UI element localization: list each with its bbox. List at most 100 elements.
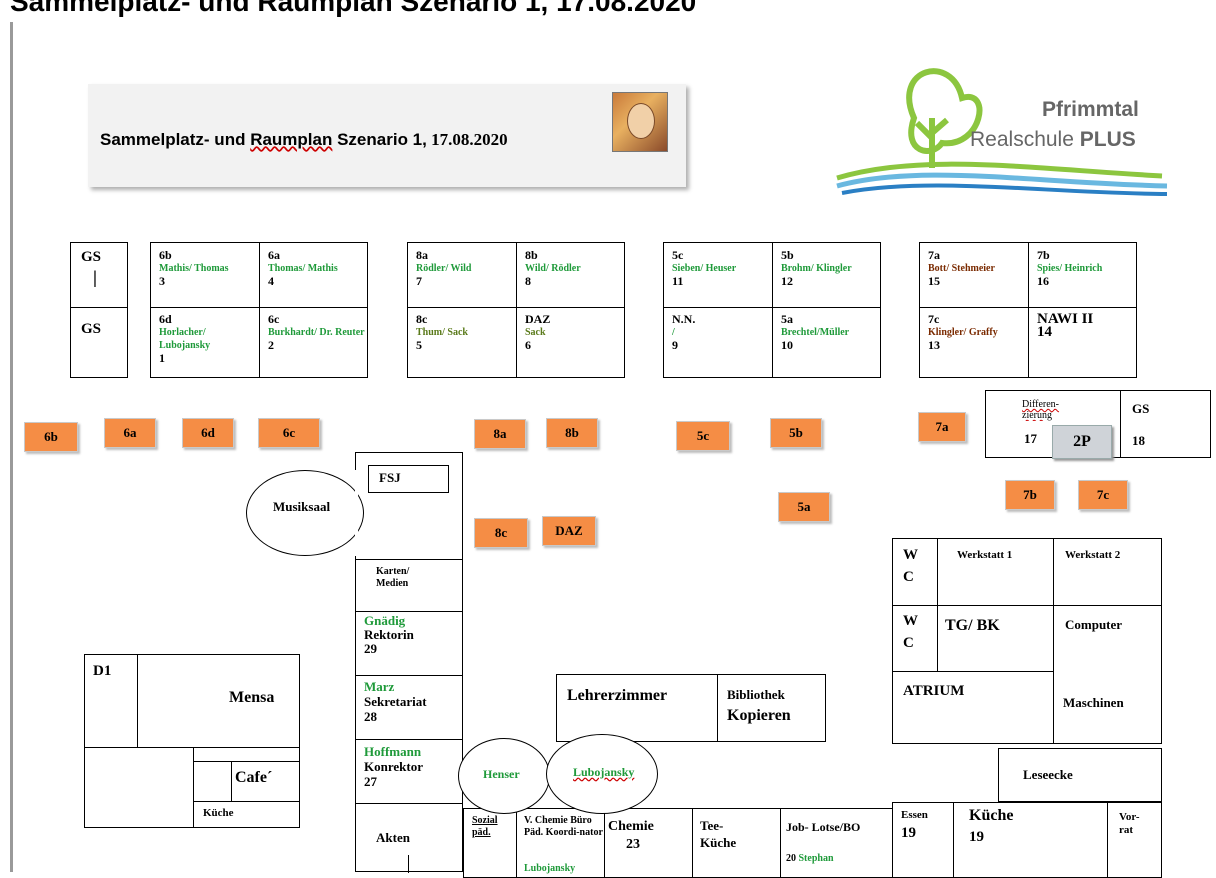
fsj-room: FSJ	[368, 465, 449, 493]
teacher-names: Thum/ Sack	[416, 327, 468, 338]
cafe-label: Cafe´	[235, 769, 273, 786]
leseecke-room: Leseecke	[998, 748, 1162, 802]
room-29-number: 29	[364, 641, 377, 656]
teacher-names: Thomas/ Mathis	[268, 263, 338, 274]
assembly-marker: 8c	[474, 518, 528, 548]
logo-line2-b: PLUS	[1079, 128, 1136, 151]
class-name: DAZ	[525, 312, 551, 326]
room-number: 10	[781, 338, 793, 352]
teacher-names: Rödler/ Wild	[416, 263, 472, 274]
room-number: 11	[672, 274, 684, 288]
job-room-number: 20 Stephan	[786, 853, 834, 864]
atrium-label: ATRIUM	[903, 683, 965, 699]
room-28-number: 28	[364, 709, 377, 724]
room-number: 12	[781, 274, 793, 288]
karten-label: Karten/ Medien	[376, 566, 410, 589]
class-name: 8c	[416, 312, 428, 326]
teacher-names: Horlacher/ Lubojansky	[159, 327, 211, 351]
tgbk-label: TG/ BK	[945, 617, 1000, 634]
mensa-block: D1 Mensa Cafe´ Küche	[84, 654, 300, 828]
teacher-names: Sack	[525, 327, 546, 338]
tee-kueche-label: Tee- Küche	[700, 818, 737, 850]
assembly-marker: 8a	[474, 419, 526, 449]
gs-18-number: 18	[1132, 433, 1145, 448]
kueche-number: 19	[969, 829, 984, 845]
logo-line1: Pfrimmtal	[1042, 98, 1139, 121]
wc2-c: C	[903, 635, 914, 651]
room-23-number: 23	[626, 837, 640, 852]
class-name: N.N.	[672, 312, 696, 326]
teacher-names: Brohm/ Klingler	[781, 263, 852, 274]
bottom-rooms: Sozial päd. V. Chemie Büro Päd. Koordi-n…	[463, 808, 893, 878]
room-number: 5	[416, 338, 422, 352]
fsj-label: FSJ	[379, 470, 401, 485]
d1-label: D1	[93, 663, 112, 679]
room-number: 9	[672, 338, 678, 352]
banner-title-part3: Szenario 1,	[332, 130, 427, 149]
assembly-marker: 5a	[778, 492, 830, 522]
vchemie-label: V. Chemie Büro Päd. Koordi-nator	[524, 815, 603, 838]
essen-label: Essen	[901, 809, 928, 821]
room-number: 16	[1037, 274, 1049, 288]
class-name: 7a	[928, 248, 940, 262]
lubojansky-label: Lubojansky	[573, 765, 635, 779]
room-number: 7	[416, 274, 422, 288]
werkstatt-block: W C W C Werkstatt 1 Werkstatt 2 TG/ BK C…	[892, 538, 1162, 744]
portrait-image	[612, 92, 668, 152]
bibliothek-label: Bibliothek	[727, 687, 785, 702]
maschinen-label: Maschinen	[1063, 695, 1124, 710]
tree-logo-icon	[836, 68, 1168, 196]
sozial-label: Sozial päd.	[472, 815, 498, 838]
assembly-marker: 5b	[770, 418, 822, 448]
room-number: 1	[159, 351, 165, 365]
musiksaal-room: Musiksaal	[246, 470, 364, 556]
assembly-marker: 8b	[546, 418, 598, 448]
assembly-marker: 6c	[258, 418, 320, 448]
computer-label: Computer	[1065, 617, 1123, 632]
differenzierung-label: Differen-zierung	[1022, 399, 1060, 421]
teacher-names: /	[672, 327, 675, 338]
chemie-label: Chemie	[608, 819, 654, 834]
room-number: 3	[159, 274, 165, 288]
gs-top-label: GS	[81, 249, 102, 265]
hoffmann-name: Hoffmann	[364, 744, 422, 759]
central-column	[355, 452, 463, 873]
gnaedig-label: Gnädig Rektorin 29	[364, 614, 414, 656]
room-number: 2	[268, 338, 274, 352]
room-number: 13	[928, 338, 940, 352]
room-number: 4	[268, 274, 274, 288]
leseecke-label: Leseecke	[1023, 767, 1073, 782]
job-lotse-label: Job- Lotse/BO	[786, 820, 861, 834]
hoffmann-label: Hoffmann Konrektor 27	[364, 744, 423, 789]
class-name: 5c	[672, 248, 684, 262]
konrektor-label: Konrektor	[364, 759, 423, 774]
werkstatt1-label: Werkstatt 1	[957, 549, 1013, 561]
kopieren-label: Kopieren	[727, 707, 791, 724]
vorrat-label: Vor- rat	[1119, 811, 1140, 836]
assembly-marker: 5c	[676, 421, 730, 451]
marz-name: Marz	[364, 679, 395, 694]
teacher-names: Brechtel/Müller	[781, 327, 850, 338]
teacher-names: Mathis/ Thomas	[159, 263, 229, 274]
assembly-marker: 7a	[918, 412, 966, 442]
werkstatt2-label: Werkstatt 2	[1065, 549, 1121, 561]
class-name: 6c	[268, 312, 280, 326]
lehrerzimmer-block: Lehrerzimmer Bibliothek Kopieren	[556, 674, 826, 742]
rektorin-label: Rektorin	[364, 627, 414, 642]
assembly-marker: 6d	[182, 418, 234, 448]
sekretariat-label: Sekretariat	[364, 694, 427, 709]
class-name: 7c	[928, 312, 940, 326]
henser-label: Henser	[483, 767, 520, 781]
kueche-block: Essen 19 Küche 19 Vor- rat	[892, 802, 1162, 878]
teacher-names: Klingler/ Graffy	[928, 327, 998, 338]
